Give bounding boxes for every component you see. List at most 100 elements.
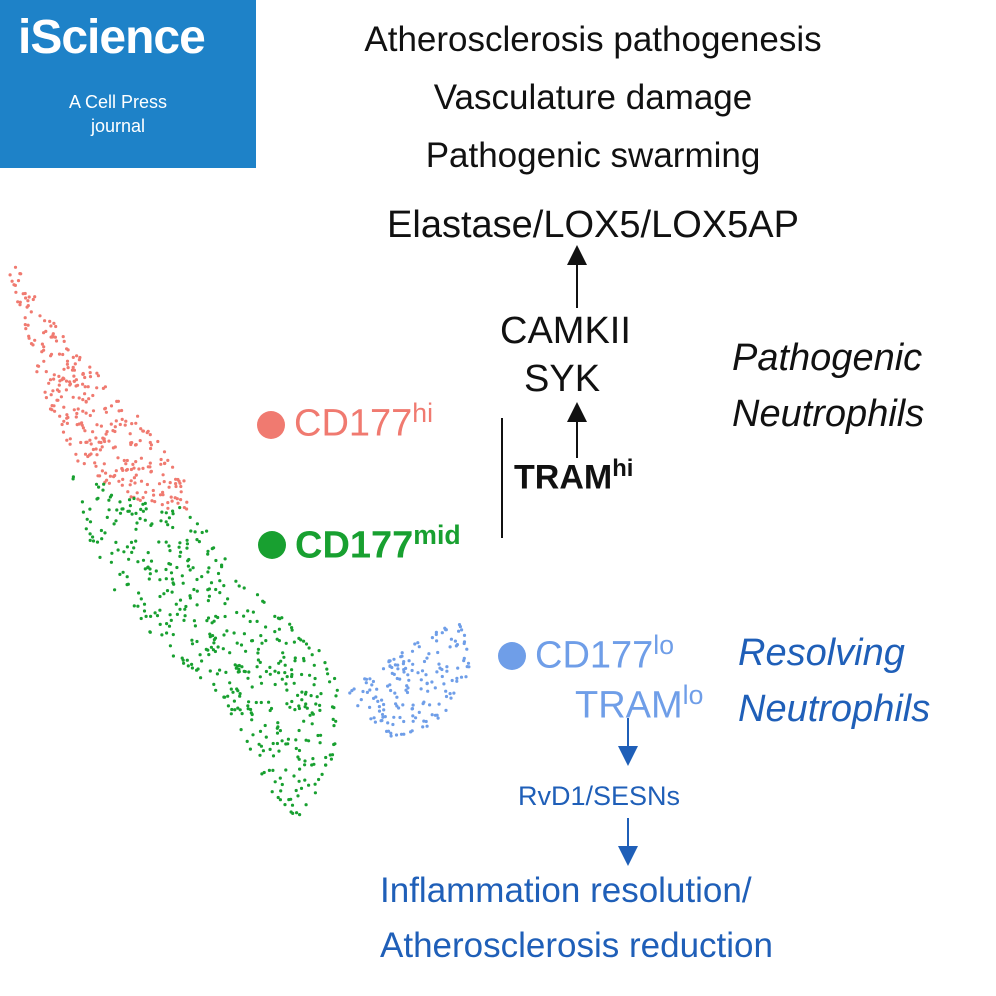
cluster-cell-dot <box>264 735 268 739</box>
cluster-cell-dot <box>242 586 246 590</box>
cluster-cell-dot <box>132 604 136 608</box>
cluster-cell-dot <box>167 624 172 628</box>
cluster-cell-dot <box>224 670 228 675</box>
cluster-cell-dot <box>425 656 429 660</box>
cluster-cell-dot <box>273 614 277 619</box>
cluster-cell-dot <box>278 776 282 780</box>
cluster-cell-dot <box>416 641 420 645</box>
cluster-cell-dot <box>148 440 152 445</box>
cluster-cell-dot <box>237 667 241 671</box>
cluster-cell-dot <box>91 539 96 543</box>
resolving-label-line2: Neutrophils <box>738 688 931 730</box>
cluster-cell-dot <box>170 590 174 594</box>
cluster-cell-dot <box>195 603 199 607</box>
cluster-cell-dot <box>170 499 174 503</box>
cluster-cell-dot <box>88 532 92 536</box>
cluster-cell-dot <box>222 584 226 588</box>
cluster-cell-dot <box>71 355 75 359</box>
outcome-atherosclerosis-pathogenesis: Atherosclerosis pathogenesis <box>364 20 822 59</box>
cluster-cell-dot <box>115 399 119 403</box>
pathogenic-label-line1: Pathogenic <box>732 337 923 379</box>
cluster-cell-dot <box>60 422 64 427</box>
cluster-cell-dot <box>247 670 251 674</box>
cluster-cell-dot <box>303 692 308 696</box>
cluster-cell-dot <box>258 660 262 665</box>
cluster-cell-dot <box>421 725 425 729</box>
cluster-cell-dot <box>125 458 129 463</box>
cluster-cell-dot <box>29 342 34 346</box>
cluster-cell-dot <box>179 550 183 554</box>
cluster-cell-dot <box>114 469 118 473</box>
cluster-cell-dot <box>434 630 438 635</box>
cluster-cell-dot <box>348 691 352 695</box>
cluster-cell-dot <box>16 279 21 283</box>
cluster-cell-dot <box>149 614 153 619</box>
cluster-cell-dot <box>230 707 234 712</box>
cluster-cell-dot <box>165 589 170 593</box>
cluster-cell-dot <box>192 587 196 592</box>
cluster-cell-dot <box>81 510 85 514</box>
cluster-cell-dot <box>414 716 418 720</box>
cluster-cell-dot <box>139 507 143 511</box>
cluster-cell-dot <box>206 616 211 620</box>
cluster-cell-dot <box>422 719 426 723</box>
cluster-cell-dot <box>254 700 258 705</box>
cluster-cell-dot <box>448 645 452 649</box>
cluster-cell-dot <box>178 607 182 611</box>
cluster-cell-dot <box>21 292 25 296</box>
cluster-cell-dot <box>103 385 107 389</box>
cluster-cell-dot <box>86 385 90 389</box>
tram-hi-sup: hi <box>612 455 634 482</box>
cluster-cell-dot <box>148 630 152 634</box>
cluster-cell-dot <box>215 672 219 676</box>
cluster-cell-dot <box>64 388 68 392</box>
cluster-cell-dot <box>270 790 274 794</box>
cluster-cell-dot <box>206 599 210 603</box>
cluster-cell-dot <box>148 433 152 437</box>
cluster-cell-dot <box>402 668 406 672</box>
cluster-cell-dot <box>167 562 171 566</box>
cluster-cell-dot <box>276 725 280 729</box>
cluster-cell-dot <box>183 607 187 611</box>
cluster-cell-dot <box>120 408 124 413</box>
cluster-cell-dot <box>168 613 172 617</box>
cluster-cell-dot <box>297 779 301 783</box>
cluster-cell-dot <box>143 501 147 505</box>
cluster-cell-dot <box>303 759 307 763</box>
cluster-cell-dot <box>236 706 240 710</box>
cluster-cell-dot <box>426 689 430 693</box>
cluster-cell-dot <box>445 669 449 673</box>
cluster-cell-dot <box>55 388 60 392</box>
cluster-cell-dot <box>421 702 425 706</box>
cluster-cell-dot <box>437 662 441 666</box>
cluster-cell-dot <box>166 458 170 462</box>
cluster-cell-dot <box>65 359 70 363</box>
cluster-cell-dot <box>188 568 192 572</box>
population-hi-base: CD177 <box>294 402 413 445</box>
cluster-cell-dot <box>228 681 232 685</box>
cluster-cell-dot <box>294 746 298 751</box>
cluster-cell-dot <box>57 352 62 356</box>
cluster-cell-dot <box>193 624 197 628</box>
cluster-cell-dot <box>313 782 317 786</box>
cluster-cell-dot <box>104 410 108 414</box>
cluster-cell-dot <box>186 559 190 563</box>
cluster-cell-dot <box>127 509 131 513</box>
cluster-cell-dot <box>264 639 268 643</box>
cluster-cell-dot <box>134 539 138 543</box>
cluster-cell-dot <box>312 663 316 667</box>
cluster-cell-dot <box>368 705 372 710</box>
cluster-cell-dot <box>121 570 125 574</box>
cluster-cell-dot <box>311 712 315 716</box>
cluster-cell-dot <box>212 682 216 687</box>
cluster-cell-dot <box>258 729 263 734</box>
cluster-cell-dot <box>383 715 387 719</box>
cluster-cell-dot <box>235 610 239 615</box>
cluster-cell-dot <box>72 408 76 412</box>
cluster-cell-dot <box>76 407 80 411</box>
iscience-logo: iScience A Cell Press journal <box>0 0 256 168</box>
cluster-cell-dot <box>442 682 446 686</box>
cluster-cell-dot <box>372 716 376 720</box>
cluster-cell-dot <box>158 493 163 497</box>
cluster-cell-dot <box>465 665 469 669</box>
